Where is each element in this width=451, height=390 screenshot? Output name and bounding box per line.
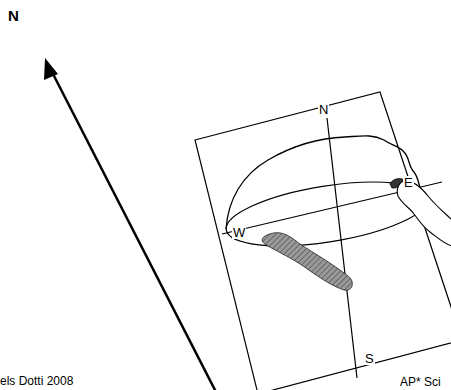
- copyright-note: els Dotti 2008: [0, 375, 73, 387]
- watermark: AP* Sci: [400, 376, 441, 388]
- river: [397, 181, 451, 246]
- axis-label: W: [232, 226, 246, 239]
- ground-plane: [195, 92, 451, 390]
- axis-label: N: [318, 103, 329, 116]
- arrow-label: N: [8, 8, 19, 23]
- north-south-axis: [327, 118, 357, 378]
- shaded-deposit: [262, 233, 352, 291]
- north-arrow-head: [44, 58, 58, 80]
- dome-outline: [226, 136, 428, 229]
- axis-label: E: [403, 176, 414, 189]
- axis-label: S: [364, 352, 375, 365]
- north-arrow-shaft: [52, 72, 216, 390]
